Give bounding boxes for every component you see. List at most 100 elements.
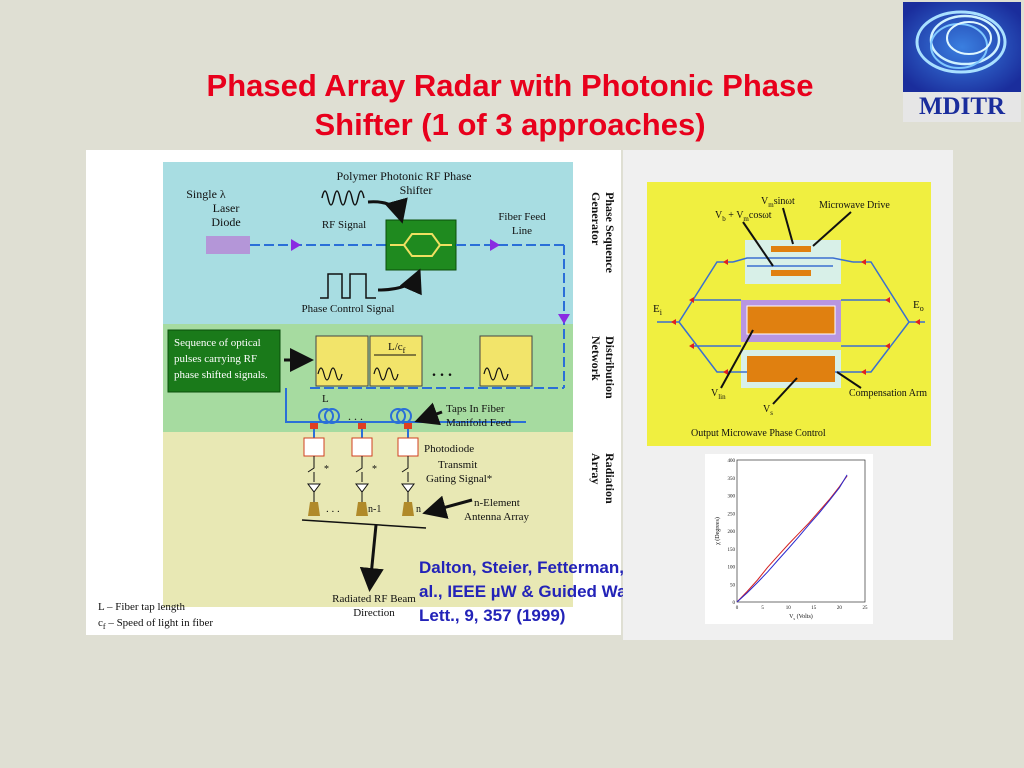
logo-rings-icon	[903, 2, 1021, 92]
manifold-fiber	[285, 388, 526, 423]
chart-y-tick-label: 100	[728, 566, 736, 571]
chart-y-tick-label: 150	[728, 548, 736, 553]
chart-background	[705, 454, 873, 624]
mditr-logo: MDITR	[903, 2, 1021, 122]
antenna-n: n	[416, 504, 421, 515]
chart-x-tick-label: 10	[786, 606, 792, 611]
photodiode-2	[351, 437, 373, 457]
compensation-arm-label: Compensation Arm	[849, 388, 927, 399]
shifter-label-2: Shifter	[400, 183, 433, 197]
legend-line-2: cf – Speed of light in fiber	[98, 617, 213, 631]
photodiode-label: Photodiode	[424, 443, 474, 455]
fiber-arrow-3	[558, 314, 570, 324]
pulse-ellipsis: . . .	[432, 363, 452, 380]
laser-label-2: Laser	[213, 201, 240, 215]
modulator-svg: Vmsinωt Vb + Vmcosωt Microwave Drive Ei …	[647, 182, 931, 624]
svg-text:Generator: Generator	[589, 192, 603, 246]
amplifiers	[307, 483, 415, 493]
chart-x-axis-label: Vs (Volts)	[789, 613, 813, 621]
drive-electrode-1	[771, 246, 811, 252]
vs-label: Vs	[763, 404, 773, 417]
beam-label-1: Radiated RF Beam	[332, 593, 416, 605]
fiber-arrow-1	[291, 239, 301, 251]
gating-switches	[307, 456, 409, 482]
chart-y-tick-label: 350	[728, 477, 736, 482]
antenna-3	[402, 502, 414, 516]
antenna-ellipsis: . . .	[326, 503, 340, 515]
modulator-panel: Vmsinωt Vb + Vmcosωt Microwave Drive Ei …	[623, 150, 953, 640]
vb-vm-label: Vb + Vmcosωt	[715, 210, 772, 223]
citation-line-1: Dalton, Steier, Fetterman, et	[419, 558, 644, 577]
lc-label: L/cf	[388, 341, 406, 355]
citation-line-2: al., IEEE µW & Guided Wave	[419, 582, 646, 601]
compensation-electrode	[747, 356, 835, 382]
title-line-2: Shifter (1 of 3 approaches)	[314, 107, 706, 142]
vlin-label: Vlin	[711, 388, 726, 401]
logo-text: MDITR	[903, 92, 1021, 122]
vm-sin-label: Vmsinωt	[761, 196, 795, 209]
mzi-waveguide	[390, 233, 452, 257]
antenna-n-minus-1: n-1	[368, 504, 381, 515]
eo-label: Eo	[913, 299, 924, 313]
microwave-drive-arrow	[812, 211, 852, 247]
gate-star-2: *	[372, 464, 377, 475]
optical-pulses-line-1: Sequence of optical	[174, 337, 261, 349]
tap-marker-1	[310, 423, 318, 429]
fiber-arrow-2	[490, 239, 500, 251]
pulse-waves	[317, 367, 509, 381]
amp-leads	[313, 492, 409, 502]
chart-y-tick-label: 200	[728, 530, 736, 535]
phase-control-wave	[320, 273, 376, 299]
chart-x-tick-label: 0	[736, 606, 739, 611]
beam-label-2: Direction	[353, 607, 395, 619]
beam-arrow	[359, 524, 384, 592]
chart-x-tick-label: 15	[811, 606, 817, 611]
chart-y-axis-label: χ (Degrees)	[714, 517, 721, 545]
pulse-window-2	[369, 335, 423, 387]
wavefront	[301, 519, 427, 529]
svg-text:Array: Array	[589, 453, 603, 484]
svg-text:Phase Sequence: Phase Sequence	[603, 192, 617, 274]
output-control-label: Output Microwave Phase Control	[691, 428, 826, 439]
phased-array-diagram: Phase Sequence Generator Distribution Ne…	[86, 150, 621, 635]
photodiode-3	[397, 437, 419, 457]
antenna-2	[356, 502, 368, 516]
ei-label: Ei	[653, 303, 663, 317]
chart-y-tick-label: 300	[728, 495, 736, 500]
chart-frame	[736, 459, 866, 603]
manifold-ellipsis: . . .	[348, 409, 363, 423]
chart-series-line-1	[736, 475, 848, 603]
rf-arrow	[367, 197, 408, 224]
chart-y-tick-label: 0	[733, 601, 736, 606]
fiber-coil-1	[318, 408, 334, 424]
taps-label-2: Manifold Feed	[446, 417, 512, 429]
shifter-label-1: Polymer Photonic RF Phase	[336, 169, 471, 183]
phase-control-label: Phase Control Signal	[302, 303, 395, 315]
optical-pulses-box	[167, 329, 281, 393]
taps-label-1: Taps In Fiber	[446, 403, 505, 415]
pulse-window-3	[479, 335, 533, 387]
phased-array-svg: Phase Sequence Generator Distribution Ne…	[98, 162, 617, 631]
vb-vm-arrow	[742, 221, 774, 267]
svg-text:Distribution: Distribution	[603, 336, 617, 399]
rf-signal-label: RF Signal	[322, 219, 366, 231]
photodiode-1	[303, 437, 325, 457]
citation-line-3: Lett., 9, 357 (1999)	[419, 606, 566, 625]
citation: Dalton, Steier, Fetterman, et al., IEEE …	[419, 556, 709, 628]
inner-mzi-top	[732, 257, 854, 267]
pulse-window-1	[315, 335, 369, 387]
laser-diode	[206, 236, 250, 254]
fiber-feed-label-1: Fiber Feed	[498, 211, 546, 223]
laser-label-3: Diode	[211, 215, 240, 229]
rf-signal-wave	[321, 190, 365, 206]
tap-marker-3	[404, 423, 412, 429]
compensation-arrow	[836, 371, 862, 389]
fiber-feed-label-2: Line	[512, 225, 532, 237]
tap-length-label: L	[322, 393, 329, 405]
chart-series-line-2	[736, 474, 848, 603]
section-label-radiation: Radiation Array	[589, 453, 617, 504]
svg-text:Network: Network	[589, 336, 603, 381]
vm-sin-arrow	[782, 207, 794, 245]
